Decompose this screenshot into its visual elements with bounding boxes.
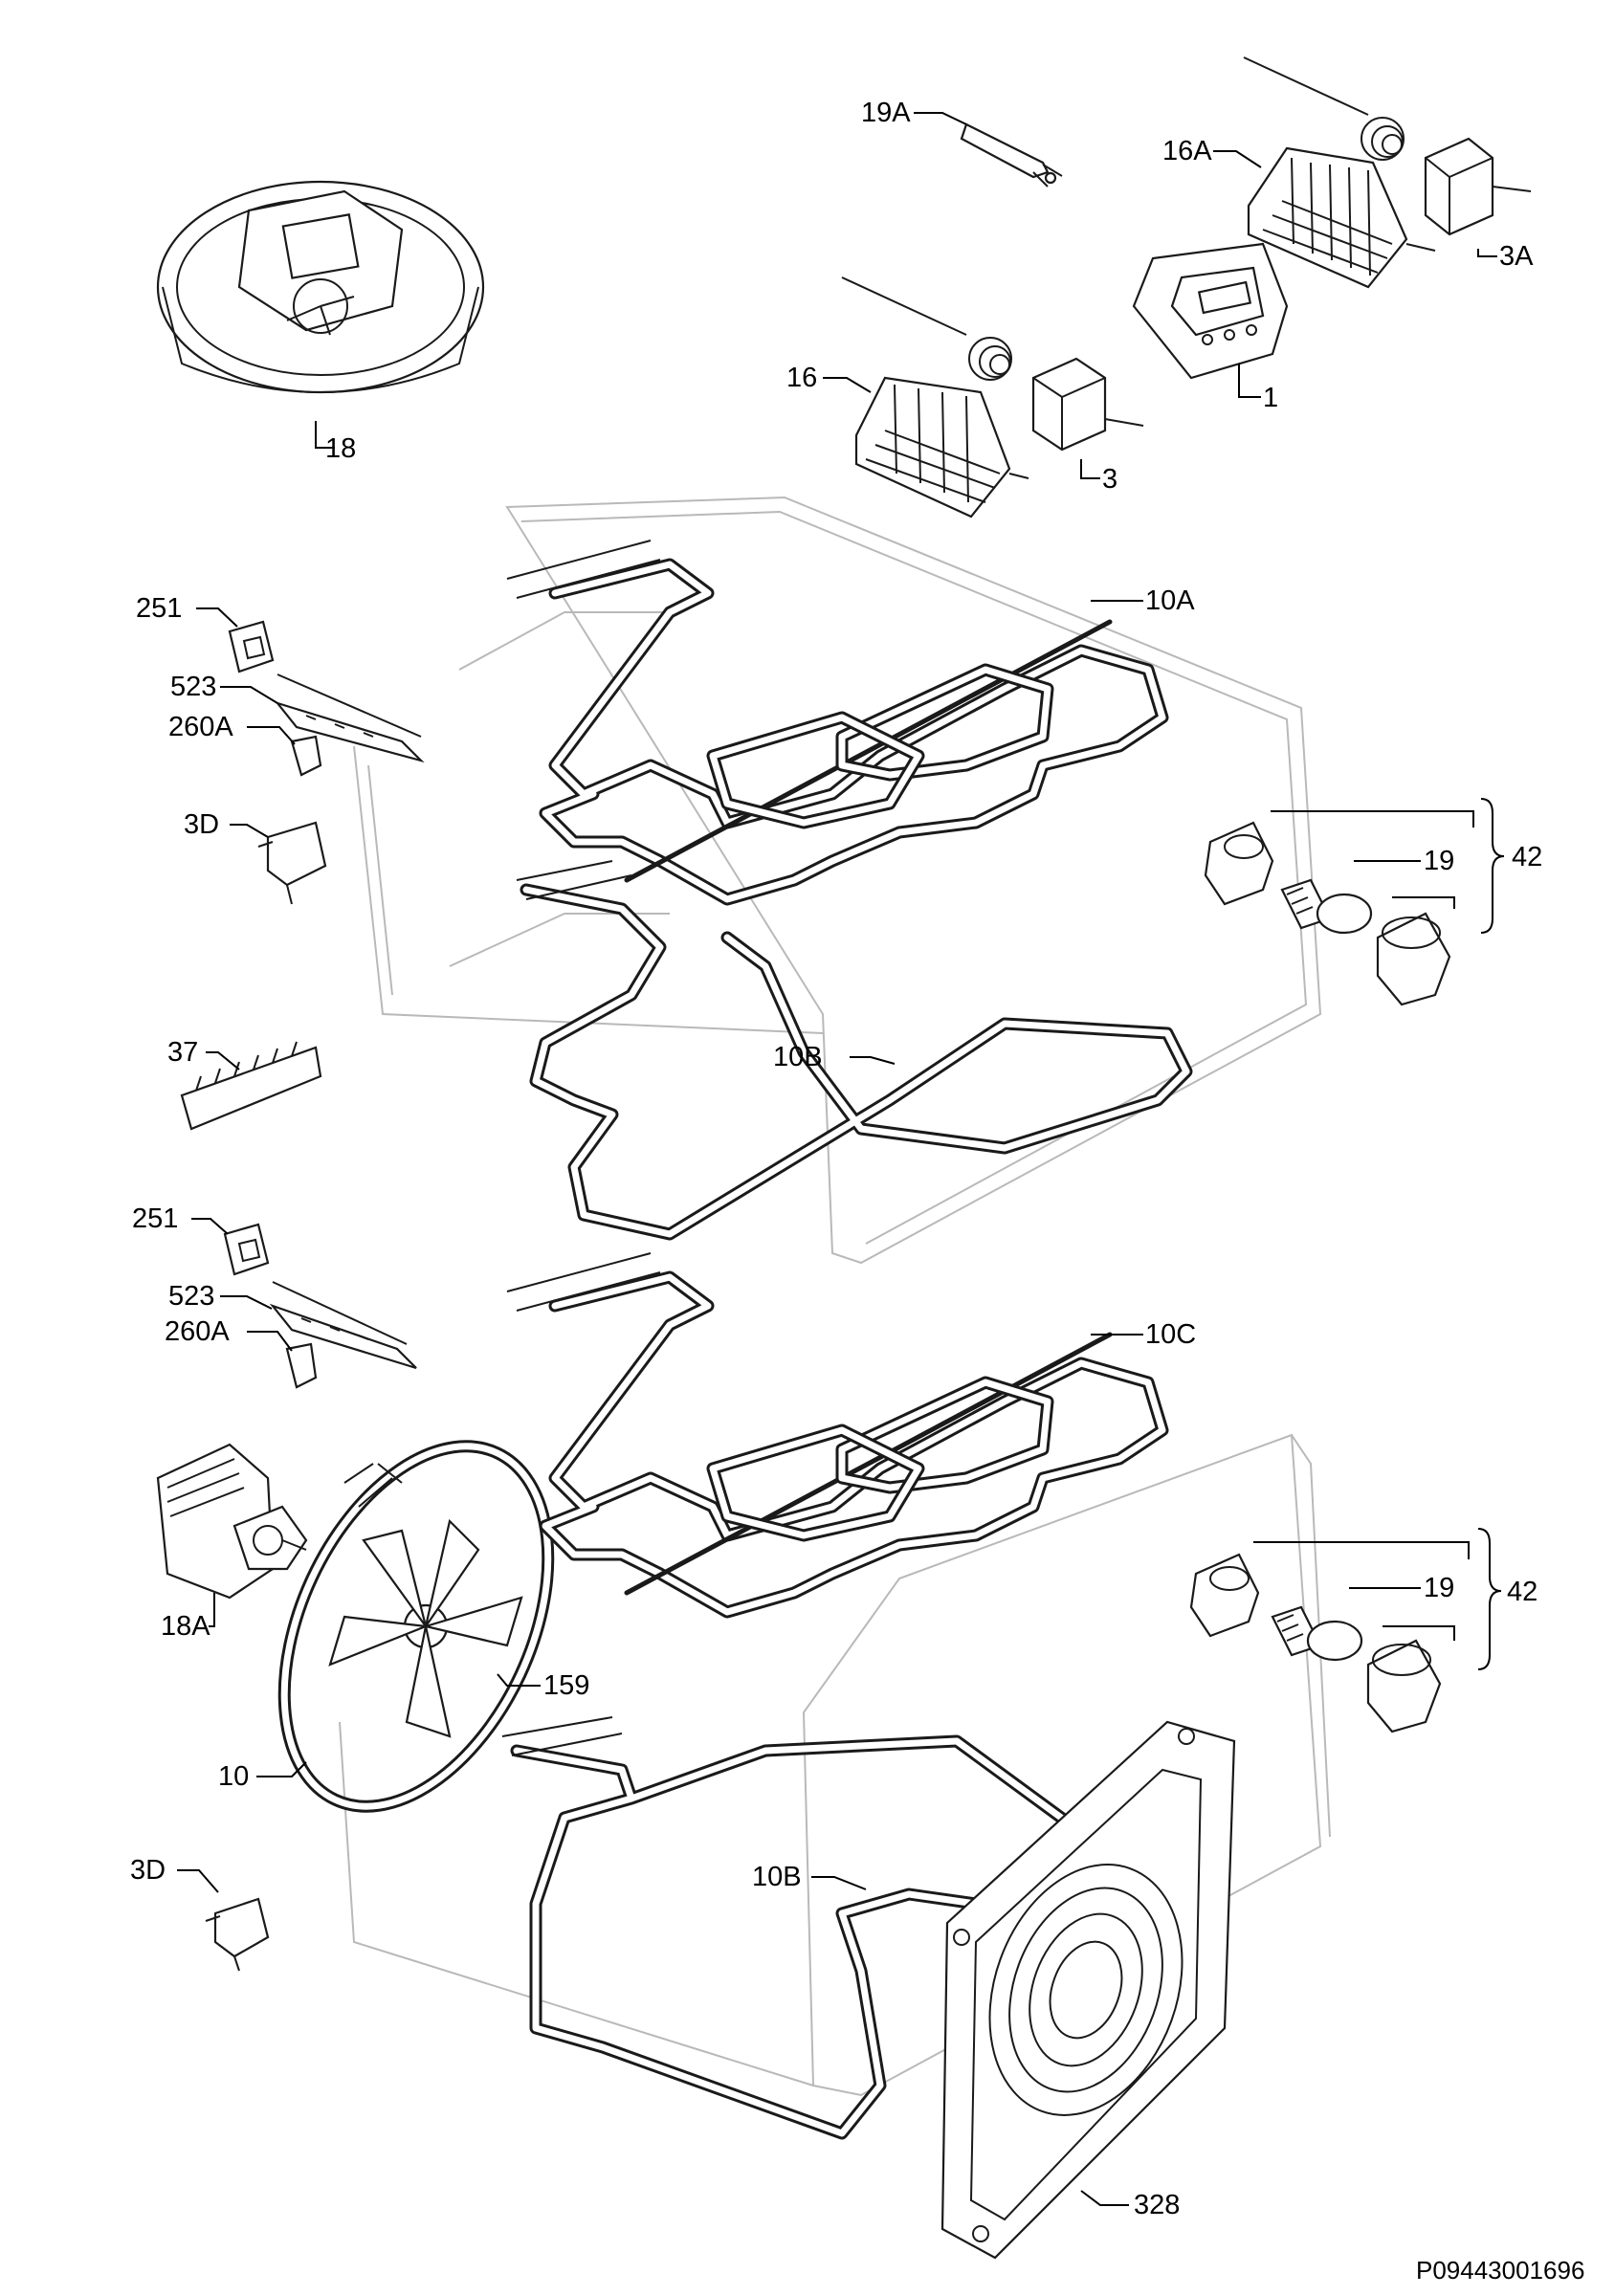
bottom-element-10b-lower	[501, 1716, 1107, 2140]
callout-16a: 16A	[1162, 136, 1212, 166]
leader-lines	[177, 112, 1497, 2206]
callout-3: 3	[1102, 464, 1117, 495]
callout-42-lower: 42	[1507, 1577, 1538, 1607]
fan-cover-328	[940, 1720, 1236, 2260]
callout-37: 37	[167, 1037, 198, 1068]
callout-1: 1	[1263, 383, 1278, 413]
lower-oven-cavity-outline	[339, 1433, 1331, 2097]
callout-19-upper: 19	[1424, 846, 1454, 876]
callout-labels: 19A 16A 3A 16 1 3 18 10A 251 523 260A 3D…	[130, 98, 1584, 2285]
diagram-code: P09443001696	[1416, 2256, 1584, 2285]
fan-blade-159	[328, 1518, 523, 1738]
callout-3d-lower: 3D	[130, 1855, 166, 1886]
callout-10b-upper: 10B	[773, 1042, 823, 1072]
clip-260a-lower	[285, 1342, 318, 1389]
callout-10b-lower: 10B	[752, 1862, 802, 1892]
fan-motor-assembly-18	[156, 180, 485, 394]
callout-18: 18	[325, 433, 356, 464]
thermal-cutout-3d-upper	[257, 821, 327, 905]
bottom-element-10b-upper	[516, 860, 1193, 1241]
brace-42-lower	[1477, 1528, 1502, 1670]
bracket-523-upper	[274, 673, 425, 763]
selector-switch-16	[854, 376, 1029, 519]
callout-3a: 3A	[1499, 241, 1534, 272]
lamp-assembly-42-lower	[1189, 1553, 1442, 1733]
thermostat-3a	[1243, 56, 1532, 236]
callout-16: 16	[786, 363, 817, 393]
callout-3d-upper: 3D	[184, 809, 219, 840]
lamp-assembly-42-upper	[1204, 821, 1451, 1006]
selector-switch-16a	[1247, 146, 1436, 289]
upper-oven-cavity-outline	[353, 496, 1322, 1265]
callout-10c: 10C	[1145, 1319, 1196, 1350]
callout-251-upper: 251	[136, 593, 182, 624]
callout-19a: 19A	[861, 98, 911, 128]
callout-18a: 18A	[161, 1611, 210, 1642]
bracket-523-lower	[269, 1281, 417, 1370]
callout-260a-lower: 260A	[165, 1316, 230, 1347]
callout-328: 328	[1134, 2190, 1180, 2220]
grill-element-10a	[506, 540, 1169, 906]
callout-251-lower: 251	[132, 1203, 178, 1234]
callout-523-lower: 523	[168, 1281, 214, 1312]
thermal-cutout-3d-lower	[205, 1897, 270, 1972]
motor-18a	[156, 1443, 308, 1600]
electronic-timer-1	[1132, 242, 1289, 380]
callout-523-upper: 523	[170, 672, 216, 702]
callout-159: 159	[543, 1670, 589, 1701]
switch-251-upper	[228, 620, 275, 673]
brace-42-upper	[1480, 798, 1505, 934]
callout-10: 10	[218, 1761, 249, 1792]
clip-260a-upper	[290, 735, 322, 777]
grill-element-10c	[506, 1252, 1169, 1619]
circular-element-10	[277, 1440, 555, 1813]
callout-42-upper: 42	[1512, 842, 1542, 872]
callout-260a-upper: 260A	[168, 712, 233, 742]
sensor-probe-19a	[960, 122, 1063, 188]
callout-10a: 10A	[1145, 585, 1195, 616]
switch-251-lower	[223, 1223, 270, 1276]
terminal-block-37	[180, 1041, 322, 1131]
thermostat-3	[841, 276, 1144, 452]
callout-19-lower: 19	[1424, 1573, 1454, 1603]
